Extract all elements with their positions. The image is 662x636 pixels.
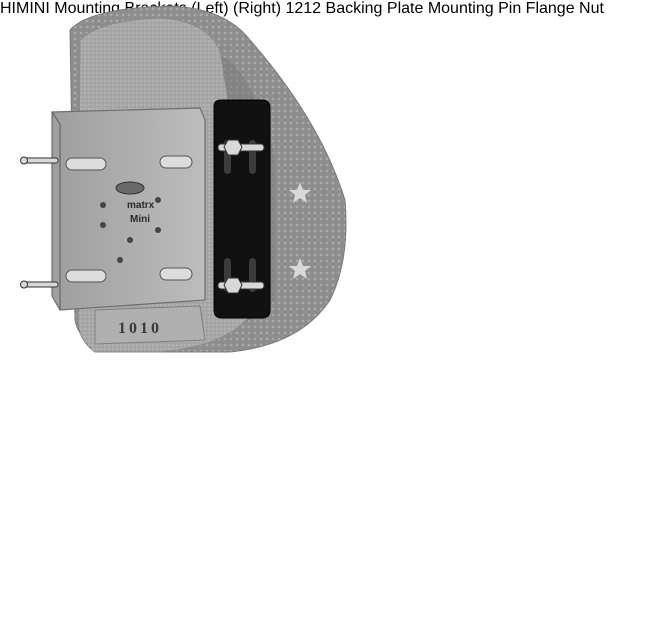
star-icon — [289, 182, 311, 203]
label-flange-nut: Flange Nut — [525, 0, 604, 17]
brand-logo — [115, 181, 145, 195]
label-mounting-pin: Mounting Pin — [427, 0, 522, 17]
title-line-2: Mounting — [54, 0, 121, 17]
drawing-base-number: 1212 — [285, 0, 322, 17]
right-bracket: (Right) — [233, 0, 285, 17]
star-icon — [289, 258, 311, 279]
title-line-1: HIMINI — [0, 0, 50, 17]
label-backing-plate: Backing Plate — [325, 0, 424, 17]
right-bracket-label: (Right) — [233, 0, 282, 17]
photo-brand-text: matrx — [127, 200, 155, 211]
backrest-photo: matrx Mini 1010 — [20, 5, 347, 353]
backrest-line-drawing: 1212 — [285, 0, 325, 17]
photo-model-text: Mini — [130, 214, 150, 225]
photo-base-number: 1010 — [118, 320, 162, 337]
